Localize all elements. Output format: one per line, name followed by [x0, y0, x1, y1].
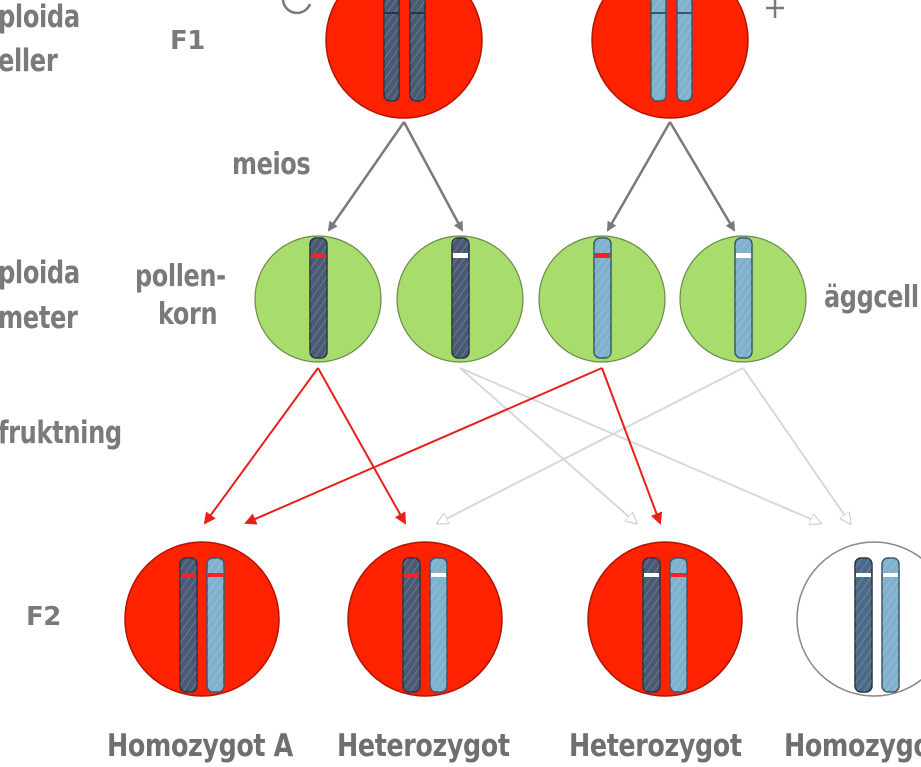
cell-body — [591, 0, 749, 119]
haploid-gametes-label-line1: ploida — [0, 255, 80, 291]
allele-marker-recessive — [736, 253, 751, 258]
meiosis-arrow — [668, 121, 736, 232]
pollen-label-line2: korn — [158, 297, 218, 332]
allele-marker-recessive — [453, 253, 468, 258]
fertilization-arrow-dominant — [601, 367, 663, 525]
meiosis-arrow — [402, 121, 464, 232]
cell-body — [325, 0, 483, 119]
chromosome-dark — [383, 0, 400, 102]
genotype-label: Heterozygot — [337, 728, 510, 764]
f2-label: F2 — [26, 602, 61, 632]
fertilization-arrow-dominant — [244, 367, 603, 525]
f2-cell-homozygous-recessive — [796, 541, 921, 697]
f2-cell-heterozygous — [587, 541, 743, 697]
gamete-egg-dominant — [538, 235, 666, 363]
genotype-label: Heterozygot — [569, 728, 742, 764]
recessive-fertilization-arrows — [438, 367, 850, 523]
meiosis-arrows — [327, 121, 736, 232]
fertilization-arrow-recessive — [742, 367, 850, 523]
chromosome-light — [676, 0, 693, 102]
diploid-cells-label-line2: eller — [0, 43, 58, 79]
f2-cell-homozygous-dominant — [124, 541, 280, 697]
pollen-label-line1: pollen- — [135, 259, 226, 294]
f1-cell-left — [325, 0, 483, 119]
chromosome-dark — [409, 0, 426, 102]
fertilization-label: fruktning — [0, 415, 122, 451]
diploid-cells-label-line1: ploida — [0, 0, 80, 35]
chromosome-light — [650, 0, 667, 102]
fertilization-arrow-dominant — [317, 367, 406, 525]
f2-cell-heterozygous — [347, 541, 503, 697]
fertilization-arrow-dominant — [203, 367, 319, 525]
female-symbol-icon — [766, 0, 784, 18]
gamete-egg-recessive — [679, 235, 807, 363]
meiosis-label: meios — [232, 147, 311, 182]
f1-cell-right — [591, 0, 749, 119]
genotype-label: Homozygo — [784, 728, 921, 764]
fertilization-arrow-recessive — [459, 367, 820, 523]
fertilization-arrow-recessive — [438, 367, 744, 523]
gamete-pollen-recessive — [396, 235, 524, 363]
allele-marker-dominant — [595, 253, 610, 258]
male-symbol-icon — [281, 0, 312, 15]
f1-label: F1 — [170, 26, 205, 56]
haploid-gametes-label-line2: meter — [0, 300, 78, 336]
genotype-label: Homozygot A — [107, 728, 293, 764]
dominant-fertilization-arrows — [203, 367, 663, 525]
meiosis-arrow — [606, 121, 672, 232]
egg-cells-label: äggcell — [824, 280, 919, 315]
fertilization-arrow-recessive — [459, 367, 636, 523]
gamete-pollen-dominant — [254, 235, 382, 363]
allele-marker-dominant — [311, 253, 326, 258]
meiosis-arrow — [327, 121, 406, 232]
